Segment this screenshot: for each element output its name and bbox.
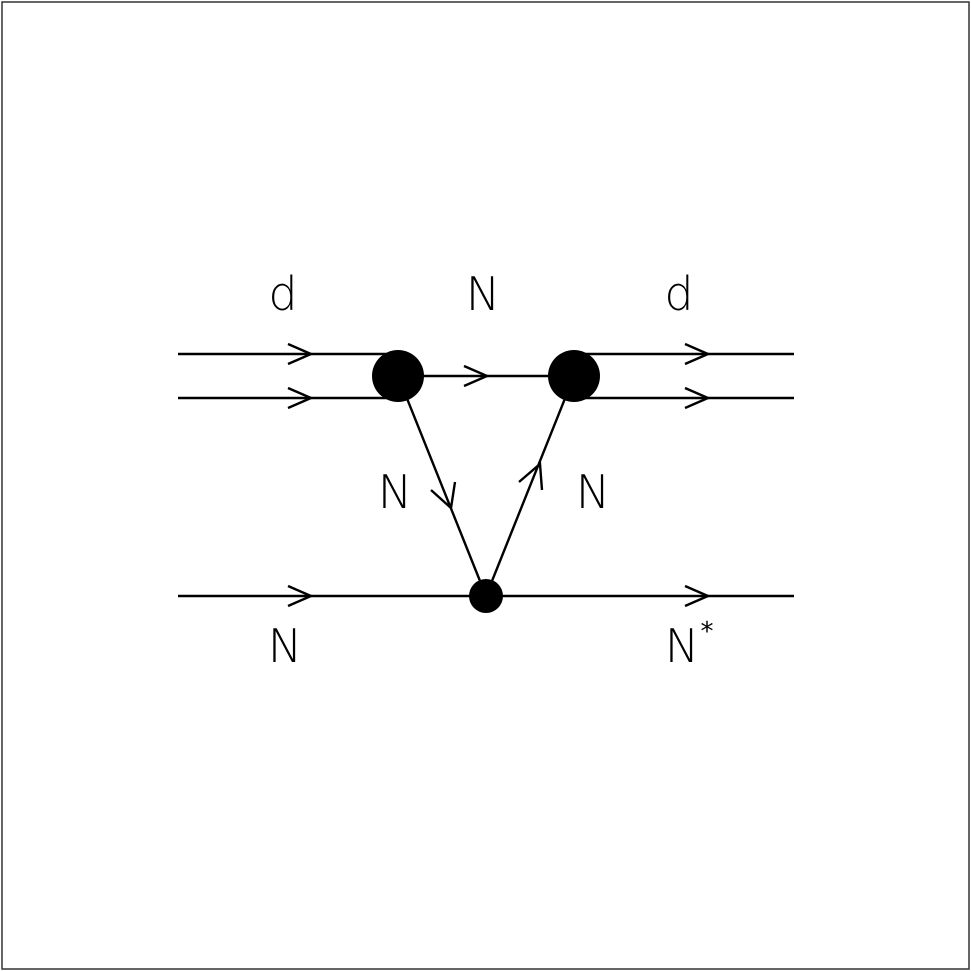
label-resonance-superscript: * <box>701 617 714 647</box>
left-leg-line <box>396 375 488 597</box>
arrow-icon <box>463 364 491 388</box>
bottom-vertex-blob <box>469 579 503 613</box>
arrow-icon <box>684 342 712 366</box>
arrow-icon <box>430 481 457 511</box>
label-deuteron-in: d <box>268 267 297 321</box>
incoming-deuteron-lines <box>178 342 398 410</box>
triangle-legs <box>396 375 576 597</box>
label-right-leg-nucleon: N <box>576 465 610 519</box>
left-vertex-blob <box>372 350 424 402</box>
arrow-icon <box>287 584 315 608</box>
arrow-icon <box>287 386 315 410</box>
label-resonance-out: N <box>665 619 699 673</box>
right-vertex-blob <box>548 350 600 402</box>
label-deuteron-out: d <box>664 267 693 321</box>
right-leg-line <box>484 375 576 597</box>
arrow-icon <box>518 461 544 491</box>
exchange-nucleon-line <box>398 364 574 388</box>
label-nucleon-in: N <box>268 619 302 673</box>
arrow-icon <box>287 342 315 366</box>
outgoing-deuteron-lines <box>574 342 794 410</box>
arrow-icon <box>684 386 712 410</box>
label-left-leg-nucleon: N <box>378 465 412 519</box>
label-exchange-nucleon: N <box>466 267 500 321</box>
arrow-icon <box>684 584 712 608</box>
